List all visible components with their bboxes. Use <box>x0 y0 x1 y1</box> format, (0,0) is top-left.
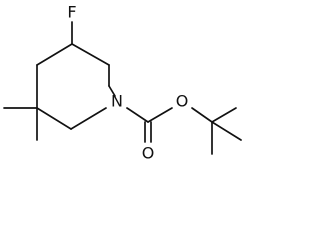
atom-label-fluorine: F <box>67 3 76 22</box>
atom-label-ester-oxygen: O <box>176 92 189 111</box>
atom-label-nitrogen: N <box>111 92 123 111</box>
bond-c5-n <box>108 85 116 97</box>
bond-carbonyl-c-o <box>147 107 173 123</box>
bond-o-quaternary-c <box>191 107 213 123</box>
bond-c3-c4 <box>71 43 110 66</box>
chemical-structure-diagram: F N O O <box>3 3 242 163</box>
bond-tbu-methyl-up <box>211 107 237 123</box>
bond-n-carbonyl-c <box>126 107 149 123</box>
gem-dimethyl <box>3 107 38 141</box>
bond-tbu-methyl-right <box>211 121 242 141</box>
bond-c2-c3 <box>36 43 73 66</box>
bond-n-c6 <box>70 107 107 130</box>
piperidine-ring <box>36 43 116 130</box>
bond-c6-c1 <box>36 107 72 130</box>
atom-label-carbonyl-oxygen: O <box>142 144 155 163</box>
boc-carbamate <box>126 107 242 155</box>
